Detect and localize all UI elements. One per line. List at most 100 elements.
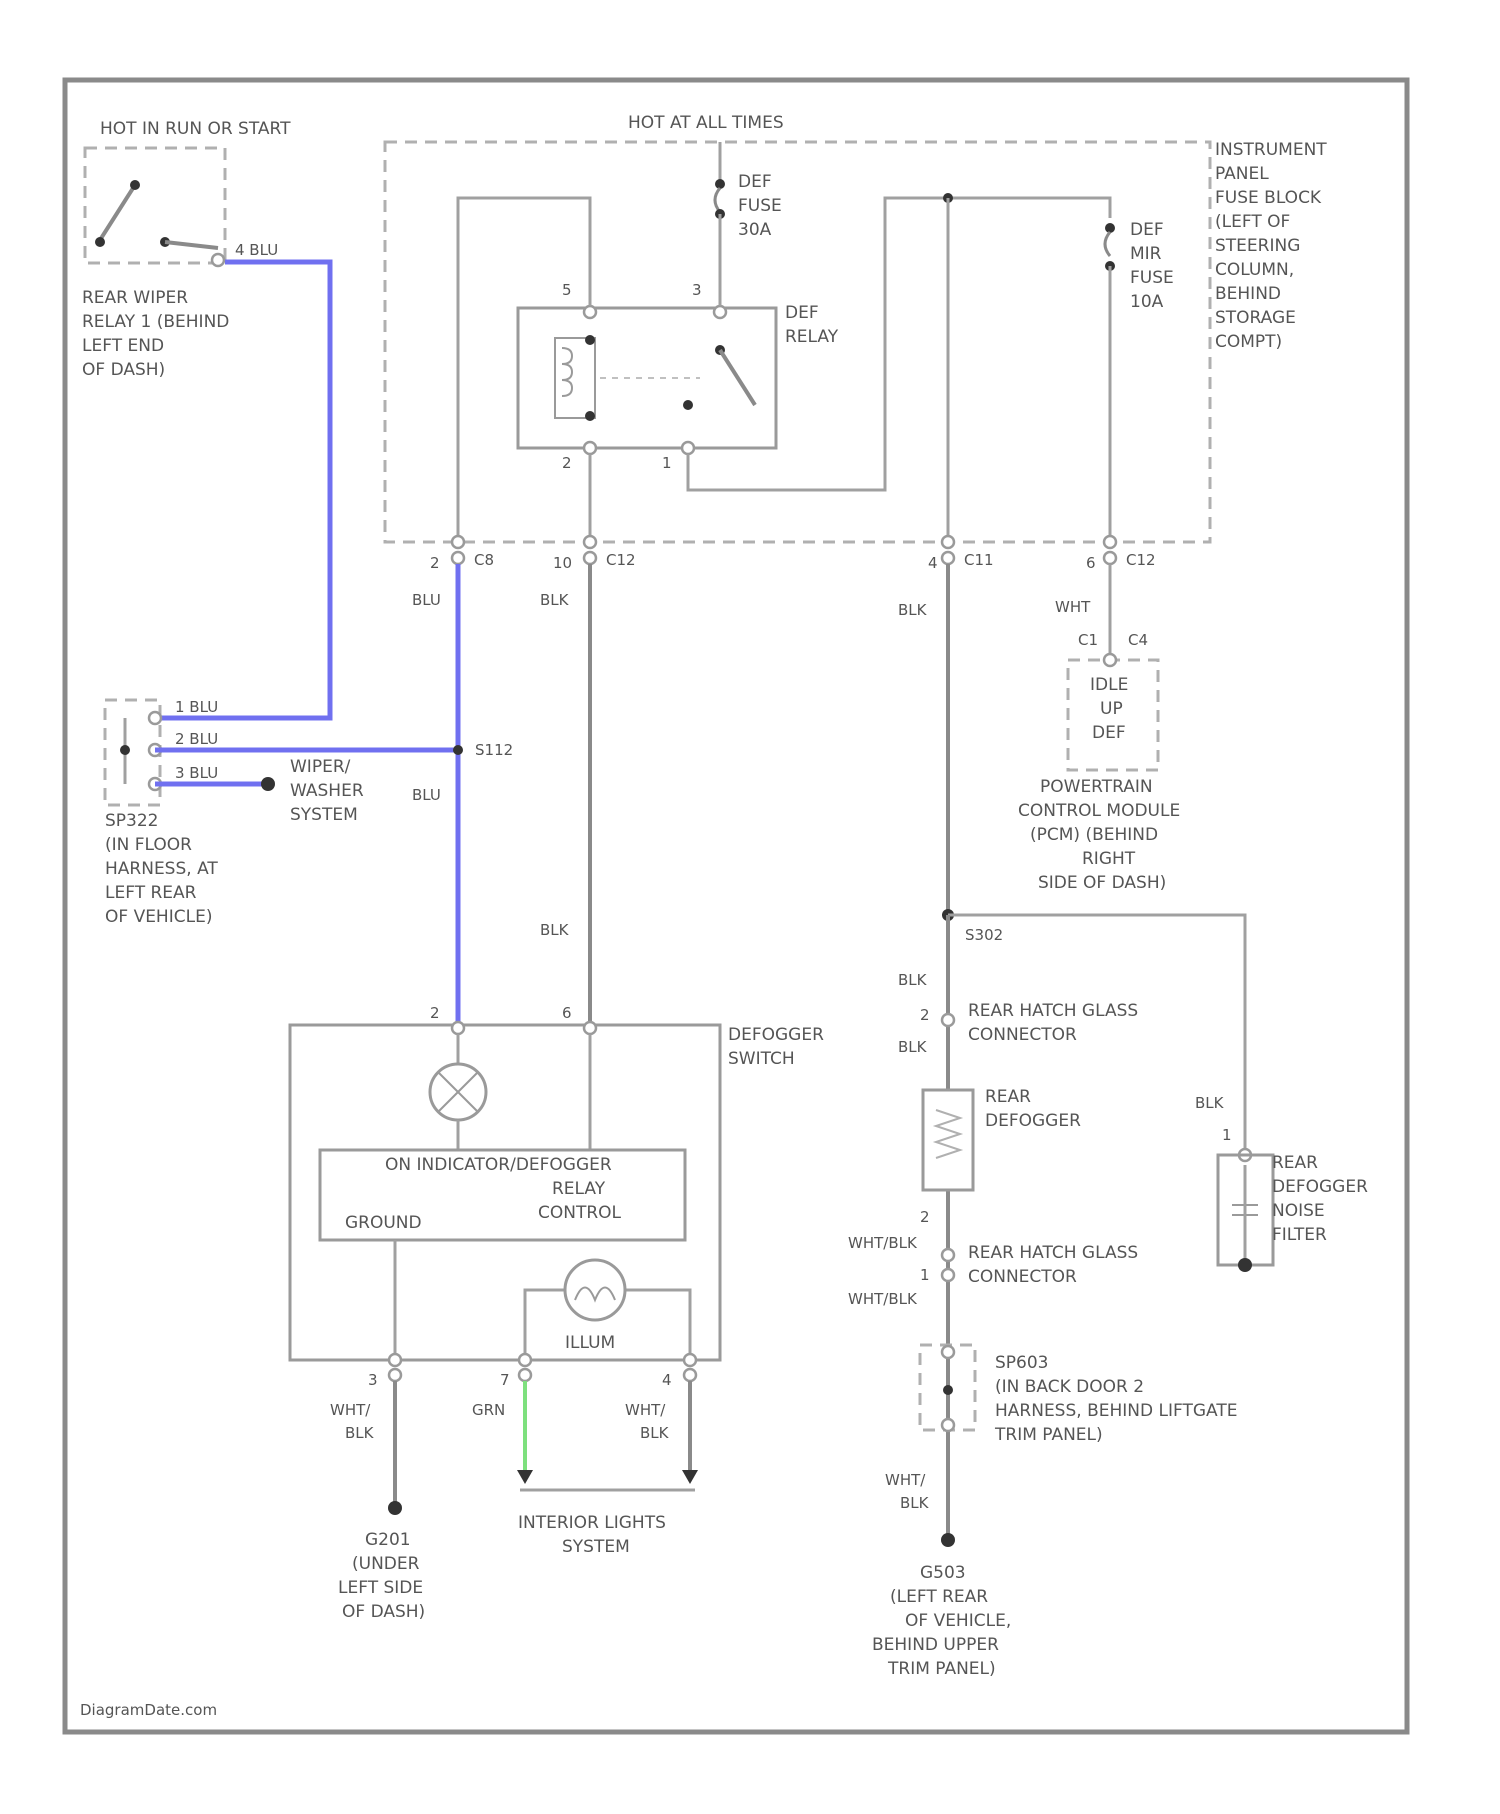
svg-text:C8: C8 [474,551,494,569]
defogger-switch-box [290,1025,720,1360]
def-mir-fuse-label: DEF MIR FUSE 10A [1130,220,1174,312]
svg-text:RELAY 1 (BEHIND: RELAY 1 (BEHIND [82,312,229,332]
svg-text:2: 2 [430,1004,440,1022]
svg-text:INSTRUMENT: INSTRUMENT [1215,140,1327,160]
svg-text:(IN FLOOR: (IN FLOOR [105,835,192,855]
g201-label: G201 (UNDER LEFT SIDE OF DASH) [338,1530,425,1622]
svg-text:BLK: BLK [1195,1094,1225,1112]
svg-text:5: 5 [562,281,572,299]
svg-text:REAR HATCH GLASS: REAR HATCH GLASS [968,1001,1138,1021]
wiper-relay-pin [212,254,224,266]
svg-text:3 BLU: 3 BLU [175,764,218,782]
svg-text:C12: C12 [606,551,636,569]
svg-text:FILTER: FILTER [1272,1225,1327,1245]
svg-text:(UNDER: (UNDER [352,1554,420,1574]
svg-text:STEERING: STEERING [1215,236,1300,256]
rear-wiper-relay-switch [100,185,135,240]
svg-text:REAR: REAR [1272,1153,1318,1173]
relay-coil-icon [555,338,595,418]
svg-text:C11: C11 [964,551,994,569]
svg-text:SP603: SP603 [995,1353,1049,1373]
svg-text:WHT/BLK: WHT/BLK [848,1234,918,1252]
def-fuse-30a-icon [715,188,720,212]
svg-text:BLK: BLK [898,971,928,989]
fuse-block-label: INSTRUMENT PANEL FUSE BLOCK (LEFT OF STE… [1215,140,1327,352]
svg-text:S302: S302 [965,926,1003,944]
svg-text:SYSTEM: SYSTEM [562,1537,630,1557]
g201-ground [388,1501,402,1515]
watermark: DiagramDate.com [80,1701,217,1719]
svg-text:LEFT SIDE: LEFT SIDE [338,1578,423,1598]
svg-text:COLUMN,: COLUMN, [1215,260,1294,280]
defogger-switch-label: DEFOGGER SWITCH [728,1025,824,1069]
svg-text:SIDE OF DASH): SIDE OF DASH) [1038,873,1166,893]
svg-text:BEHIND UPPER: BEHIND UPPER [872,1635,999,1655]
svg-text:4: 4 [928,554,938,572]
pcm-inside-label: IDLE UP DEF [1090,675,1128,743]
diagram-frame [65,80,1407,1732]
svg-text:10A: 10A [1130,292,1164,312]
hatch-connector-bottom-label: REAR HATCH GLASS CONNECTOR [968,1243,1138,1287]
hatch-connector-top-label: REAR HATCH GLASS CONNECTOR [968,1001,1138,1045]
svg-text:REAR WIPER: REAR WIPER [82,288,188,308]
rear-defogger-box [923,1090,973,1190]
svg-text:DEFOGGER: DEFOGGER [1272,1177,1368,1197]
svg-text:WHT: WHT [1055,598,1091,616]
svg-text:2: 2 [920,1006,930,1024]
svg-text:2: 2 [430,554,440,572]
svg-text:LEFT REAR: LEFT REAR [105,883,197,903]
svg-text:MIR: MIR [1130,244,1162,264]
svg-text:WASHER: WASHER [290,781,364,801]
svg-text:DEFOGGER: DEFOGGER [985,1111,1081,1131]
svg-text:PANEL: PANEL [1215,164,1269,184]
svg-text:HARNESS, BEHIND LIFTGATE: HARNESS, BEHIND LIFTGATE [995,1401,1237,1421]
svg-text:NOISE: NOISE [1272,1201,1325,1221]
hot-in-run-label: HOT IN RUN OR START [100,119,291,139]
g503-ground [941,1533,955,1547]
svg-text:DEF: DEF [785,303,819,323]
svg-text:C4: C4 [1128,631,1148,649]
svg-text:RIGHT: RIGHT [1082,849,1136,869]
svg-text:OF DASH): OF DASH) [342,1602,425,1622]
def-relay-label: DEF RELAY [785,303,839,347]
sp603-label: SP603 (IN BACK DOOR 2 HARNESS, BEHIND LI… [994,1353,1237,1445]
svg-text:7: 7 [500,1371,510,1389]
svg-text:6: 6 [1086,554,1096,572]
svg-text:3: 3 [692,281,702,299]
svg-text:DEF: DEF [1092,723,1126,743]
wiper-washer-label: WIPER/ WASHER SYSTEM [290,757,364,825]
svg-text:(LEFT OF: (LEFT OF [1215,212,1290,232]
svg-text:SYSTEM: SYSTEM [290,805,358,825]
svg-text:POWERTRAIN: POWERTRAIN [1040,777,1153,797]
svg-text:2 BLU: 2 BLU [175,730,218,748]
svg-text:HARNESS, AT: HARNESS, AT [105,859,218,879]
svg-text:IDLE: IDLE [1090,675,1128,695]
svg-text:(LEFT REAR: (LEFT REAR [890,1587,988,1607]
svg-text:FUSE: FUSE [738,196,782,216]
svg-text:OF DASH): OF DASH) [82,360,165,380]
svg-text:BLK: BLK [898,1038,928,1056]
svg-text:STORAGE: STORAGE [1215,308,1296,328]
svg-text:4 BLU: 4 BLU [235,241,278,259]
illum-label: ILLUM [565,1333,615,1353]
svg-text:FUSE BLOCK: FUSE BLOCK [1215,188,1322,208]
svg-text:6: 6 [562,1004,572,1022]
svg-text:1: 1 [920,1266,930,1284]
svg-text:2: 2 [562,454,572,472]
svg-text:BLK: BLK [898,601,928,619]
svg-text:RELAY: RELAY [552,1179,606,1199]
svg-text:CONNECTOR: CONNECTOR [968,1025,1077,1045]
svg-text:ON INDICATOR/DEFOGGER: ON INDICATOR/DEFOGGER [385,1155,612,1175]
svg-text:REAR: REAR [985,1087,1031,1107]
svg-text:BLK: BLK [345,1424,375,1442]
svg-text:SWITCH: SWITCH [728,1049,795,1069]
svg-text:UP: UP [1100,699,1123,719]
g503-label: G503 (LEFT REAR OF VEHICLE, BEHIND UPPER… [872,1563,1011,1679]
svg-text:COMPT): COMPT) [1215,332,1282,352]
svg-text:OF VEHICLE,: OF VEHICLE, [905,1611,1011,1631]
s112-splice [453,745,463,755]
svg-text:3: 3 [368,1371,378,1389]
rear-wiper-relay-label: REAR WIPER RELAY 1 (BEHIND LEFT END OF D… [82,288,229,380]
ground-label: GROUND [345,1213,422,1233]
svg-text:TRIM PANEL): TRIM PANEL) [994,1425,1103,1445]
